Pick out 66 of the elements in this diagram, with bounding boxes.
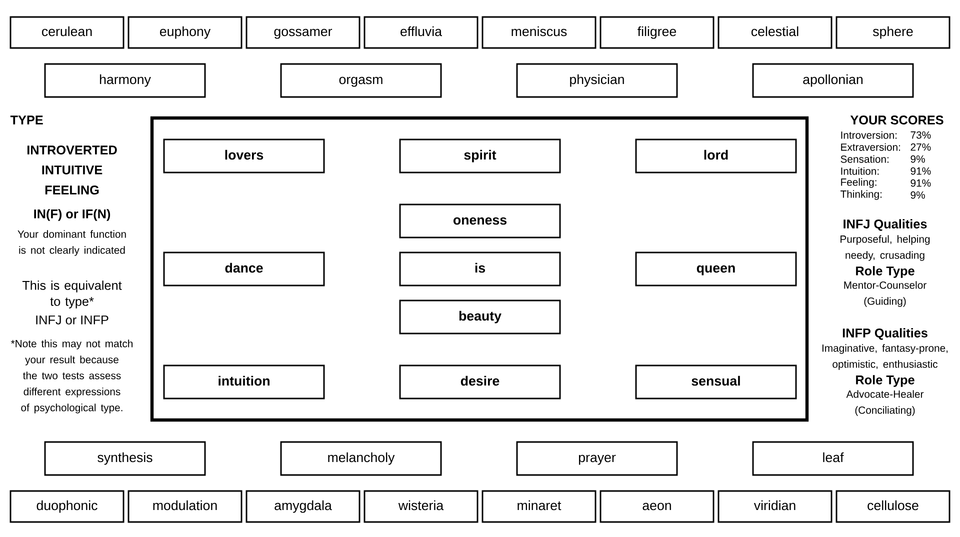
score-value: 27% <box>910 143 931 151</box>
word-box: lord <box>635 138 797 174</box>
type-letter-text: INTROVERTED <box>27 146 117 154</box>
word-box: apollonian <box>752 63 914 98</box>
word-box: meniscus <box>482 16 596 49</box>
type-letter-text: INTUITIVE <box>42 166 102 174</box>
heading: INFJ Qualities <box>844 219 927 231</box>
word-box: gossamer <box>246 16 360 49</box>
word-box: euphony <box>128 16 242 49</box>
word-box: viridian <box>718 490 832 523</box>
heading: Role Type <box>856 375 914 387</box>
score-name: Extraversion: <box>841 143 900 151</box>
heading: YOUR SCORES <box>850 116 944 124</box>
score-value: 91% <box>910 167 931 175</box>
description-text: Mentor-Counselor (Guiding) <box>844 281 926 307</box>
type-letter-text: FEELING <box>45 186 99 194</box>
word-box: sensual <box>635 364 797 400</box>
description-text: Purposeful, helping needy, crusading <box>840 235 930 261</box>
word-box: beauty <box>399 300 561 334</box>
score-name: Intuition: <box>841 167 879 175</box>
score-name: Sensation: <box>840 155 888 163</box>
word-box: amygdala <box>246 490 360 523</box>
word-box: effluvia <box>364 16 478 49</box>
description-text: Advocate-Healer (Conciliating) <box>846 390 924 416</box>
word-box: orgasm <box>280 63 442 98</box>
type-text: INFJ or INFP <box>36 316 108 324</box>
word-box: modulation <box>128 490 242 523</box>
word-box: melancholy <box>280 441 442 476</box>
word-box: desire <box>399 364 561 400</box>
note-text: Your dominant function is not clearly indicated <box>18 230 126 256</box>
score-name: Introversion: <box>841 131 897 139</box>
footnote-text: *Note this may not match your result because the two tests assess different expressions of psychological type. <box>10 340 132 414</box>
function-code-text: IN(F) or IF(N) <box>34 209 110 221</box>
score-name: Thinking: <box>840 190 882 200</box>
word-box: aeon <box>600 490 714 523</box>
word-box: cellulose <box>836 490 950 523</box>
word-box: filigree <box>600 16 714 49</box>
score-value: 73% <box>910 131 931 139</box>
word-box: spirit <box>399 138 561 174</box>
word-box: prayer <box>516 441 678 476</box>
word-box: dance <box>163 252 325 286</box>
heading: TYPE <box>10 116 43 124</box>
frame-box <box>150 116 809 422</box>
word-box: harmony <box>44 63 206 98</box>
score-name: Feeling: <box>841 178 876 188</box>
word-box: sphere <box>836 16 950 49</box>
word-box: celestial <box>718 16 832 49</box>
score-value: 91% <box>910 179 931 187</box>
word-box: physician <box>516 63 678 98</box>
word-box: duophonic <box>10 490 124 523</box>
word-box: queen <box>635 252 797 286</box>
word-box: oneness <box>399 204 561 238</box>
score-value: 9% <box>910 155 925 163</box>
word-box: leaf <box>752 441 914 476</box>
word-box: intuition <box>163 364 325 400</box>
word-box: lovers <box>163 138 325 174</box>
heading: INFP Qualities <box>842 328 928 340</box>
note-text: This is equivalent to type* <box>22 280 122 308</box>
word-box: minaret <box>482 490 596 523</box>
description-text: Imaginative, fantasy-prone, optimistic, enthusiastic <box>822 344 948 370</box>
word-box: synthesis <box>44 441 206 476</box>
score-value: 9% <box>910 191 925 199</box>
word-box: cerulean <box>10 16 124 49</box>
word-box: is <box>399 252 561 286</box>
word-box: wisteria <box>364 490 478 523</box>
heading: Role Type <box>856 266 914 278</box>
